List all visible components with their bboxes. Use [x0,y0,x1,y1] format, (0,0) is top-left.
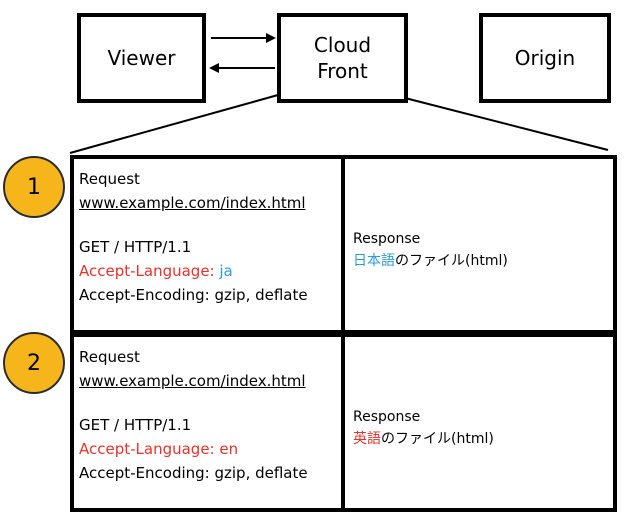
request-url: www.example.com/index.html [79,372,306,390]
response-label: Response [353,231,421,247]
cloudfront-label-line1: Cloud [313,33,372,57]
request-url: www.example.com/index.html [79,194,306,212]
request-label: Request [79,348,140,366]
response-body-line: 英語のファイル(html) [353,429,494,449]
accept-encoding-line: Accept-Encoding: gzip, deflate [79,464,308,482]
response-file: のファイル(html) [381,431,494,447]
cloudfront-box: Cloud Front [277,13,408,103]
response-language: 日本語 [353,253,395,269]
cloudfront-label-line2: Front [317,59,368,83]
response-language: 英語 [353,431,381,447]
step-number: 2 [27,350,41,376]
request-get-line: GET / HTTP/1.1 [79,416,192,434]
arrow-head-left [209,63,219,73]
accept-language-line: Accept-Language: ja [79,261,233,281]
accept-language-line: Accept-Language: en [79,439,238,459]
response-file: のファイル(html) [395,253,508,269]
step-badge-1: 1 [3,156,65,218]
arrow-head-right [266,33,276,43]
request-label: Request [79,170,140,188]
viewer-box: Viewer [77,13,206,103]
accept-language-key: Accept-Language: [79,262,220,280]
request-get-line: GET / HTTP/1.1 [79,238,192,256]
response-body-line: 日本語のファイル(html) [353,251,508,271]
response-cell-2: Response 英語のファイル(html) [341,333,617,512]
accept-encoding-line: Accept-Encoding: gzip, deflate [79,286,308,304]
step-number: 1 [27,174,41,200]
accept-language-value: en [219,440,239,458]
step-badge-2: 2 [3,332,65,394]
request-cell-2: Request www.example.com/index.html GET /… [70,333,345,512]
zoom-line-right [404,97,609,151]
accept-language-key: Accept-Language: [79,440,220,458]
origin-box: Origin [479,13,611,103]
response-cell-1: Response 日本語のファイル(html) [341,155,617,334]
zoom-line-left [69,94,279,154]
viewer-label: Viewer [107,46,176,70]
request-cell-1: Request www.example.com/index.html GET /… [70,155,345,334]
response-label: Response [353,409,421,425]
origin-label: Origin [514,46,576,70]
accept-language-value: ja [219,262,233,280]
